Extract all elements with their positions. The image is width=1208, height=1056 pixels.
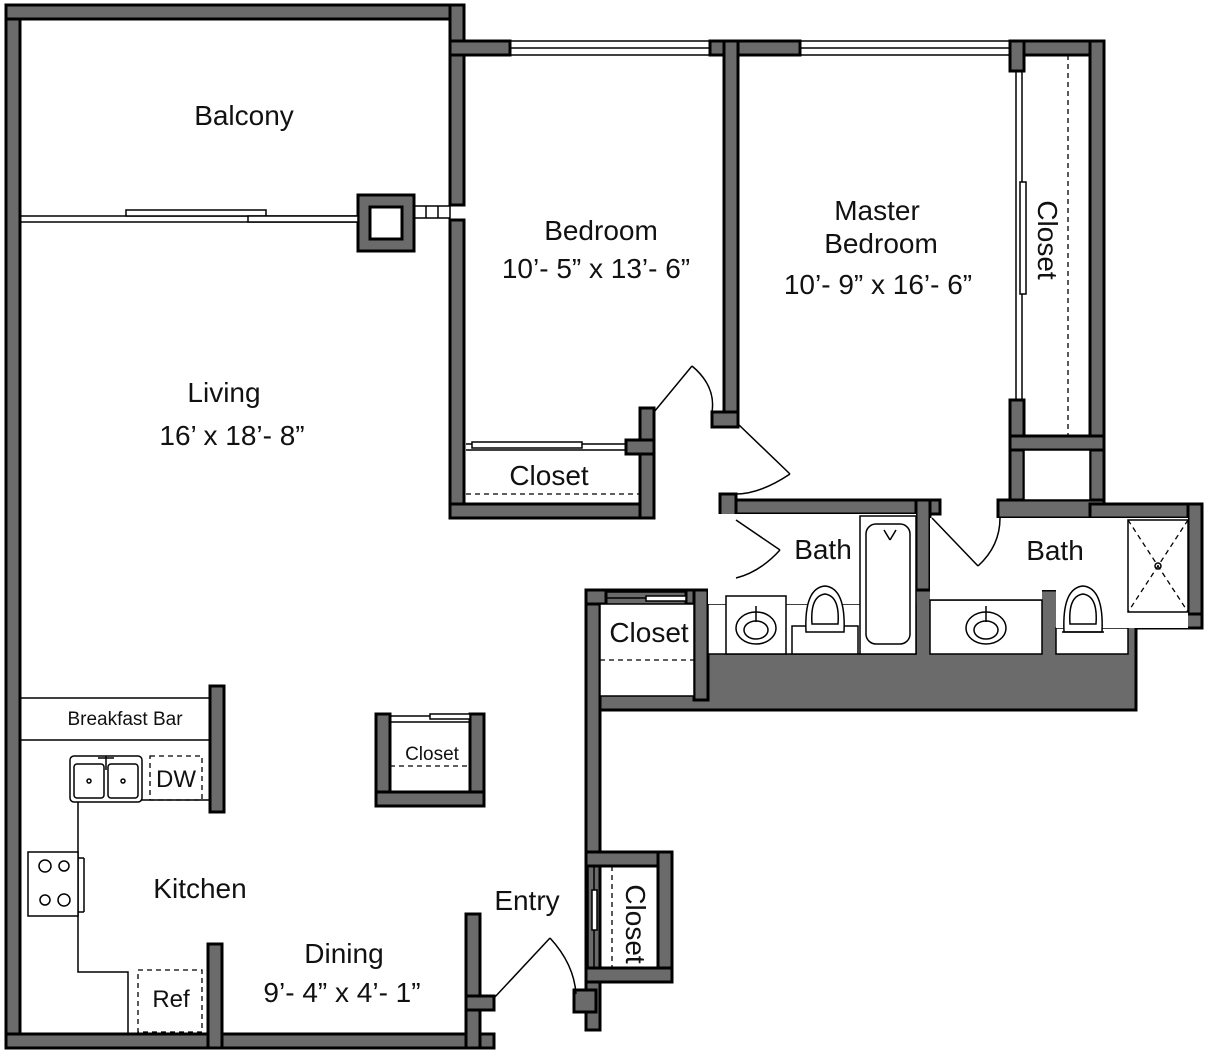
small-closet-label: Closet — [405, 744, 460, 765]
windows — [20, 40, 1011, 223]
shower-icon — [1127, 519, 1189, 613]
stove-icon — [27, 851, 85, 917]
entry-label: Entry — [494, 885, 559, 916]
room-labels: Balcony Living 16’ x 18’- 8” Bedroom 10’… — [67, 100, 1083, 1013]
bath1-label: Bath — [794, 534, 852, 565]
dining-label: Dining — [304, 938, 383, 969]
doors — [390, 55, 1069, 999]
fixtures — [19, 515, 1189, 1034]
bath1-sink-icon — [725, 595, 787, 655]
entry-closet-label: Closet — [620, 884, 651, 964]
bedroom-label: Bedroom — [544, 215, 658, 246]
refrigerator-label: Ref — [152, 986, 190, 1013]
master-bedroom-label-line2: Bedroom — [824, 228, 938, 259]
master-bedroom-label-line1: Master — [834, 195, 920, 226]
bath2-label: Bath — [1026, 535, 1084, 566]
master-bedroom-dims: 10’- 9” x 16’- 6” — [784, 269, 972, 300]
living-dims: 16’ x 18’- 8” — [159, 420, 304, 451]
breakfast-bar-label: Breakfast Bar — [67, 709, 183, 730]
dining-dims: 9’- 4” x 4’- 1” — [263, 977, 420, 1008]
living-label: Living — [187, 377, 260, 408]
bath1-toilet-icon — [791, 585, 859, 655]
bathtub-icon — [859, 515, 917, 655]
dishwasher-label: DW — [156, 766, 196, 793]
master-closet-label: Closet — [1032, 200, 1063, 280]
bedroom-dims: 10’- 5” x 13’- 6” — [502, 253, 690, 284]
bedroom-closet-label: Closet — [509, 460, 589, 491]
bath2-toilet-icon — [1062, 585, 1104, 633]
balcony-label: Balcony — [194, 100, 294, 131]
kitchen-label: Kitchen — [153, 873, 246, 904]
hall-closet-label: Closet — [609, 617, 689, 648]
kitchen-sink-icon — [69, 755, 143, 803]
bath2-sink-icon — [930, 599, 1042, 645]
